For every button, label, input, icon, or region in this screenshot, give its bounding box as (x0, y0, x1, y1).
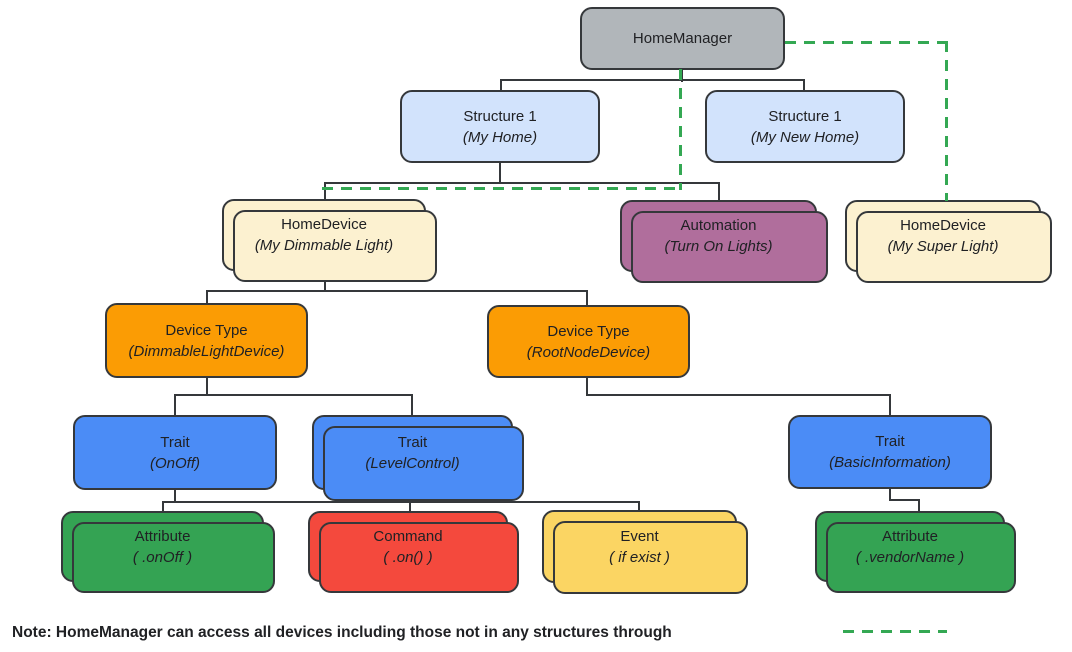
node-subtitle: (My Super Light) (887, 238, 999, 255)
node-subtitle: (RootNodeDevice) (526, 343, 651, 361)
connector-line (324, 182, 326, 200)
connector-line (681, 69, 683, 82)
connector-line (889, 489, 891, 500)
dashed-line-legend (843, 630, 947, 633)
node-subtitle: ( if exist ) (609, 548, 670, 566)
node-subtitle: (Turn On Lights) (664, 238, 773, 255)
connector-line (324, 182, 720, 184)
connector-line (174, 489, 176, 502)
node-subtitle: ( .onOff ) (132, 548, 193, 566)
node-title: Attribute (882, 527, 938, 545)
connector-line (586, 290, 588, 306)
node-title: Event (620, 527, 659, 545)
node-subtitle: (My Home) (462, 128, 538, 146)
connector-line (409, 495, 411, 512)
dashed-access-line (322, 187, 682, 190)
node-title: Command (373, 527, 443, 545)
connector-line (500, 79, 805, 81)
node-home-device-super: HomeDevice (My Super Light) (845, 200, 1052, 283)
node-subtitle: (My New Home) (750, 128, 860, 146)
node-title: Device Type (547, 322, 630, 340)
node-trait-levelcontrol: Trait (LevelControl) (312, 415, 524, 501)
node-automation: Automation (Turn On Lights) (620, 200, 828, 283)
node-title: HomeManager (632, 30, 733, 47)
node-title: Structure 1 (768, 107, 842, 125)
node-subtitle: (LevelControl) (365, 454, 460, 472)
connector-line (586, 394, 891, 396)
node-device-type-dimmable: Device Type (DimmableLightDevice) (105, 303, 308, 378)
connector-line (889, 394, 891, 416)
node-home-device-dimmable: HomeDevice (My Dimmable Light) (222, 199, 437, 282)
connector-line (162, 501, 640, 503)
connector-line (500, 79, 502, 91)
node-title: Trait (397, 433, 428, 451)
node-title: Device Type (165, 321, 248, 339)
node-device-type-rootnode: Device Type (RootNodeDevice) (487, 305, 690, 378)
node-title: Automation (680, 217, 757, 234)
connector-line (206, 290, 208, 304)
connector-line (889, 499, 920, 501)
node-command-on: Command ( .on() ) (308, 511, 519, 593)
connector-line (499, 162, 501, 183)
node-subtitle: (DimmableLightDevice) (128, 342, 285, 360)
node-event-if-exist: Event ( if exist ) (542, 510, 748, 594)
node-subtitle: (BasicInformation) (829, 454, 951, 471)
connector-line (803, 79, 805, 91)
connector-line (718, 182, 720, 201)
connector-line (586, 377, 588, 395)
node-title: Trait (875, 433, 905, 450)
node-attribute-onoff: Attribute ( .onOff ) (61, 511, 275, 593)
node-trait-basicinfo: Trait (BasicInformation) (788, 415, 992, 489)
dashed-access-line (945, 41, 948, 201)
node-subtitle: ( .vendorName ) (855, 548, 965, 566)
connector-line (174, 394, 413, 396)
note-text: Note: HomeManager can access all devices… (12, 624, 672, 641)
node-attribute-vendorname: Attribute ( .vendorName ) (815, 511, 1016, 593)
connector-line (206, 290, 588, 292)
node-home-manager: HomeManager (580, 7, 785, 70)
node-structure-my-new-home: Structure 1 (My New Home) (705, 90, 905, 163)
node-title: HomeDevice (900, 217, 986, 234)
connector-line (638, 501, 640, 511)
node-title: Attribute (134, 527, 191, 545)
node-subtitle: (OnOff) (149, 454, 200, 472)
node-title: Trait (160, 433, 190, 451)
node-subtitle: ( .on() ) (383, 548, 433, 566)
node-trait-onoff: Trait (OnOff) (73, 415, 277, 490)
dashed-access-line (785, 41, 948, 44)
connector-line (918, 499, 920, 512)
connector-line (206, 377, 208, 395)
node-title: Structure 1 (463, 107, 537, 125)
dashed-access-line (679, 69, 682, 190)
connector-line (174, 394, 176, 416)
node-title: HomeDevice (281, 216, 367, 233)
node-subtitle: (My Dimmable Light) (254, 237, 394, 254)
connector-line (162, 501, 164, 512)
connector-line (411, 394, 413, 416)
node-structure-my-home: Structure 1 (My Home) (400, 90, 600, 163)
